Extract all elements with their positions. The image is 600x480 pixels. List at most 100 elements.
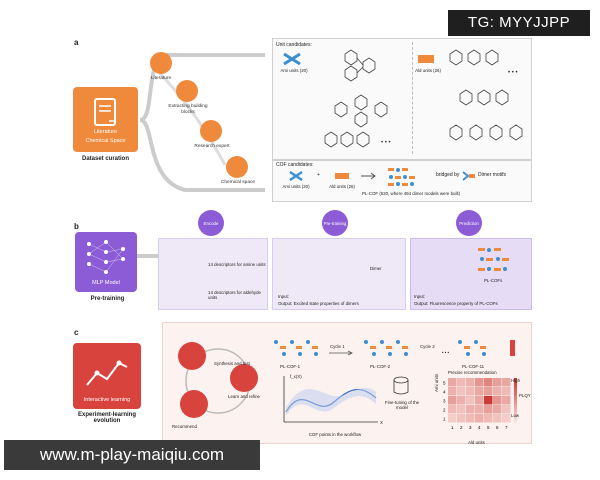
heatmap-cell bbox=[466, 378, 475, 387]
watermark-top: TG: MYYJJPP bbox=[448, 10, 590, 36]
heatmap-cell bbox=[448, 387, 457, 396]
x-axis-label: X bbox=[380, 420, 383, 425]
plcof2-lattice bbox=[364, 340, 408, 356]
heatmap-cell bbox=[493, 396, 502, 405]
heatmap-cell bbox=[484, 396, 493, 405]
heatmap-cell bbox=[484, 378, 493, 387]
heatmap-cell bbox=[466, 414, 475, 423]
heatmap-xlabel: Ald units bbox=[468, 440, 485, 445]
plcof11-bar bbox=[510, 340, 515, 356]
heatmap-cell bbox=[466, 405, 475, 414]
heatmap-cell bbox=[457, 387, 466, 396]
cof-ald-icon bbox=[335, 173, 349, 179]
heatmap-colorbar bbox=[514, 378, 517, 423]
heatmap-ytick: 3 bbox=[443, 399, 446, 404]
card-label-literature: Literature bbox=[93, 129, 118, 135]
unit-candidates-title: Unit candidates: bbox=[276, 42, 312, 48]
plcof-result-label: PL-COF (520, where 494 dimer models were… bbox=[362, 191, 461, 196]
dataset-curation-caption: Dataset curation bbox=[81, 156, 129, 162]
cycle-learn: Learn and refine bbox=[228, 394, 260, 399]
dimer-motifs-label: Dimer motifs bbox=[478, 172, 507, 178]
amine-structures: • • • bbox=[324, 49, 391, 148]
heatmap-cell bbox=[502, 396, 511, 405]
aldehyde-structures: • • • bbox=[449, 49, 523, 141]
prediction-stage-box bbox=[410, 238, 532, 310]
unit-divider bbox=[412, 42, 413, 154]
heatmap-cell bbox=[502, 387, 511, 396]
learning-curve-icon bbox=[86, 360, 128, 386]
mlp-model-card: MLP Model bbox=[75, 232, 137, 292]
building-blocks-step-icon bbox=[176, 80, 198, 102]
heatmap-cell bbox=[448, 378, 457, 387]
panel-b-connector bbox=[137, 254, 159, 258]
plcofs-lattice bbox=[478, 248, 509, 271]
cycle1-arrow bbox=[329, 350, 353, 356]
step-research-expert: Research expert bbox=[194, 144, 230, 149]
heatmap-xtick: 1 bbox=[451, 425, 454, 430]
heatmap-cell bbox=[448, 396, 457, 405]
svg-text:• • •: • • • bbox=[508, 70, 518, 76]
plus-sign: + bbox=[317, 172, 320, 178]
heatmap-cell bbox=[502, 405, 511, 414]
heatmap-cell bbox=[457, 414, 466, 423]
heatmap-ytick: 4 bbox=[443, 390, 446, 395]
encode-stage-title: Encode bbox=[203, 221, 219, 226]
heatmap-xtick: 4 bbox=[478, 425, 481, 430]
plcof11-lattice bbox=[458, 340, 486, 356]
heatmap-xtick: 5 bbox=[487, 425, 490, 430]
encode-stage-box bbox=[158, 238, 268, 310]
chemical-space-step-icon bbox=[226, 156, 248, 178]
heatmap-cell bbox=[475, 405, 484, 414]
panel-b-letter: b bbox=[74, 222, 79, 231]
ami-unit-icon bbox=[283, 52, 301, 66]
input-label-stage2: Input: bbox=[278, 294, 289, 299]
plcofs-label: PL-COFs bbox=[484, 278, 503, 283]
cof-candidates-panel bbox=[272, 160, 532, 202]
points-caption: COF points in the workflow bbox=[308, 432, 362, 437]
heatmap-cell bbox=[475, 414, 484, 423]
pretraining-caption: Pre-training bbox=[90, 296, 125, 302]
cof-ami-icon bbox=[289, 170, 303, 182]
mlp-card-label: MLP Model bbox=[92, 280, 120, 286]
plcof1-label: PL-COF-1 bbox=[280, 364, 301, 369]
heatmap-cell bbox=[484, 387, 493, 396]
input-label-stage3: Input: bbox=[414, 294, 425, 299]
document-icon bbox=[94, 98, 116, 126]
cycle-synthesis: Synthesis and test bbox=[214, 361, 250, 366]
dataset-card: Literature Chemical Space bbox=[73, 87, 138, 152]
heatmap-xtick: 6 bbox=[496, 425, 499, 430]
heatmap-low: Low bbox=[511, 413, 520, 418]
ami-units-label: Ami units (20) bbox=[280, 68, 308, 73]
panel-c-letter: c bbox=[74, 328, 79, 337]
database-icon bbox=[393, 376, 409, 395]
aldehyde-descriptors-label: 14 descriptors for aldehyde units bbox=[208, 290, 261, 300]
heatmap-cell bbox=[448, 414, 457, 423]
interactive-learning-card: Interactive learning bbox=[73, 343, 141, 409]
card-label-chemical-space: Chemical Space bbox=[85, 138, 126, 144]
heatmap-cell bbox=[457, 405, 466, 414]
cycle-recommend: Recommend bbox=[172, 424, 197, 429]
plcof2-label: PL-COF-2 bbox=[370, 364, 391, 369]
function-plot bbox=[283, 376, 378, 423]
dimer-icon bbox=[462, 171, 475, 181]
heatmap-high: High bbox=[511, 378, 521, 383]
cycle2-label: Cycle 2 bbox=[420, 344, 435, 349]
heatmap-cell bbox=[484, 414, 493, 423]
heatmap-cell bbox=[493, 387, 502, 396]
heatmap-cell bbox=[466, 396, 475, 405]
plcof1-lattice bbox=[274, 340, 318, 356]
output-stage3: Output: Fluorescence property of PL-COFs bbox=[414, 301, 498, 306]
heatmap-title: Precise recommendation bbox=[448, 370, 497, 375]
cycle1-label: Cycle 1 bbox=[330, 344, 345, 349]
step-chemical-space: Chemical space bbox=[220, 180, 256, 185]
cof-candidates-title: COF candidates: bbox=[276, 162, 314, 168]
ald-units-label: Ald units (26) bbox=[415, 68, 441, 73]
heatmap-cell bbox=[448, 405, 457, 414]
watermark-bottom: www.m-play-maiqiu.com bbox=[4, 440, 260, 470]
heatmap-ytick: 1 bbox=[443, 417, 446, 422]
amine-descriptors-label: 14 descriptors for amine units bbox=[208, 262, 266, 267]
cycle-ellipsis: • • • bbox=[442, 350, 450, 355]
cof-ald-label: Ald units (26) bbox=[329, 184, 355, 189]
heatmap-xtick: 2 bbox=[460, 425, 463, 430]
